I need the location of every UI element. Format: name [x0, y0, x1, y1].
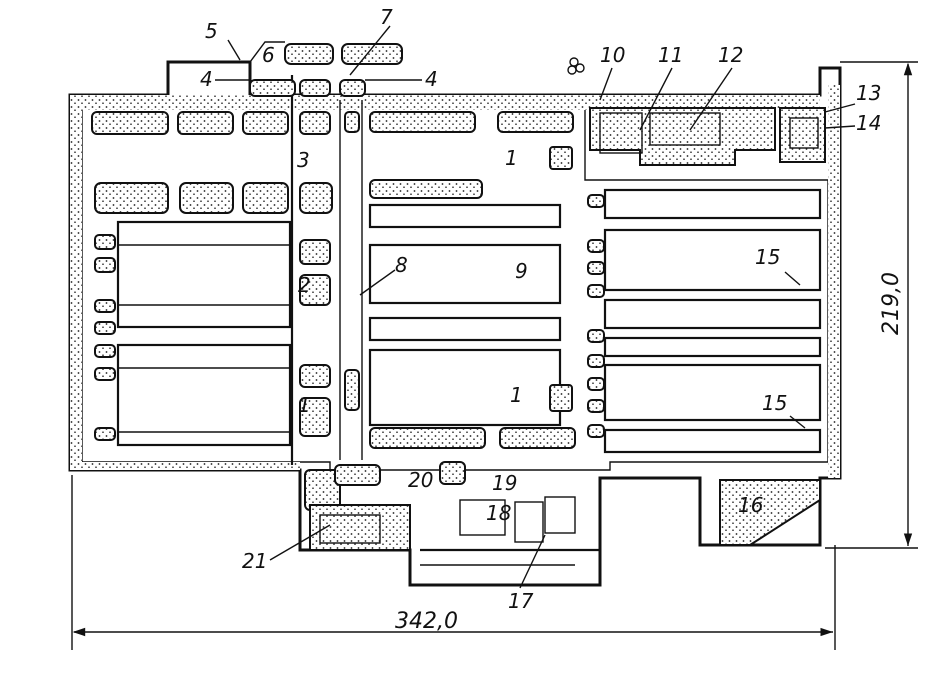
callout-15-top: 15	[755, 245, 780, 269]
callout-3: 3	[297, 148, 310, 172]
callout-10: 10	[600, 43, 625, 67]
callout-21: 21	[242, 549, 267, 573]
callout-labels: 1 1 1 2 3 4 4 5 6 7 8 9 10 11 12 13 14 1…	[200, 5, 881, 613]
callout-4-right: 4	[425, 67, 438, 91]
central-blocks	[344, 111, 576, 449]
callout-12: 12	[718, 43, 743, 67]
callout-2: 2	[298, 273, 311, 297]
buildings-left	[116, 220, 292, 447]
entrance-structures	[228, 41, 403, 97]
callout-13: 13	[856, 81, 881, 105]
callout-17: 17	[508, 589, 534, 613]
callout-8: 8	[395, 253, 408, 277]
leader-lines	[215, 25, 856, 589]
storage-blocks-top-left	[91, 111, 333, 214]
callout-9: 9	[515, 259, 528, 283]
callout-1-mid: 1	[510, 383, 523, 407]
dimension-height	[825, 61, 918, 549]
left-small-pads	[94, 234, 331, 441]
callout-14: 14	[856, 111, 881, 135]
bottom-annex	[304, 461, 821, 566]
callout-5: 5	[205, 19, 218, 43]
callout-19: 19	[492, 471, 517, 495]
callout-1-top: 1	[505, 146, 518, 170]
callout-18: 18	[486, 501, 511, 525]
callout-6: 6	[262, 43, 275, 67]
callout-1-left: 1	[298, 393, 311, 417]
callout-4-left: 4	[200, 67, 213, 91]
buildings-right	[603, 188, 822, 454]
callout-7: 7	[380, 5, 393, 29]
callout-16: 16	[738, 493, 763, 517]
callout-20: 20	[408, 468, 433, 492]
callout-11: 11	[658, 43, 683, 67]
tree-symbol-icon	[567, 57, 585, 75]
dimension-width	[71, 475, 836, 650]
width-dimension-label: 342,0	[395, 609, 458, 634]
right-belt	[828, 85, 840, 478]
top-right-yard	[589, 107, 826, 166]
height-dimension-label: 219,0	[879, 272, 904, 335]
right-pads	[587, 194, 605, 438]
callout-15-bottom: 15	[762, 391, 787, 415]
